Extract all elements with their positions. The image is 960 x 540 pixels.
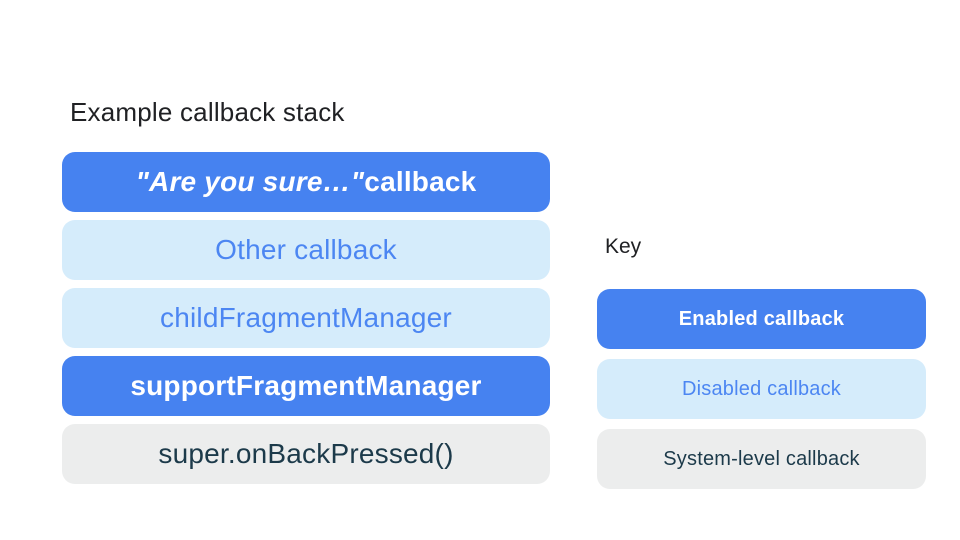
page-title: Example callback stack <box>70 97 345 127</box>
key-item-enabled-callback: Enabled callback <box>597 289 926 349</box>
stack-item-are-you-sure-callback: "Are you sure…" callback <box>62 152 550 212</box>
callback-stack: "Are you sure…" callback Other callback … <box>62 152 550 484</box>
key-title: Key <box>605 235 642 258</box>
key-legend: Enabled callback Disabled callback Syste… <box>597 289 926 489</box>
stack-item-other-callback: Other callback <box>62 220 550 280</box>
key-item-disabled-callback: Disabled callback <box>597 359 926 419</box>
stack-item-support-fragment-manager: supportFragmentManager <box>62 356 550 416</box>
key-item-system-level-callback: System-level callback <box>597 429 926 489</box>
quoted-phrase: "Are you sure…" <box>135 166 365 197</box>
stack-item-super-onbackpressed: super.onBackPressed() <box>62 424 550 484</box>
stack-item-child-fragment-manager: childFragmentManager <box>62 288 550 348</box>
quoted-phrase-suffix: callback <box>364 166 477 197</box>
